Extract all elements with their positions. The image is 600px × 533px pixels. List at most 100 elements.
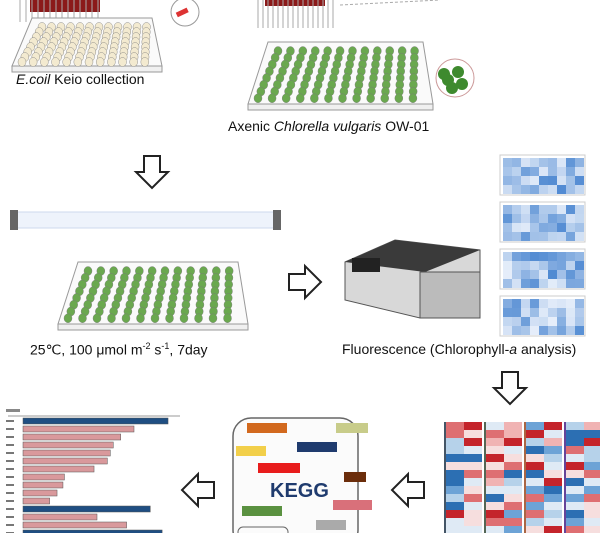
heatmap-cell <box>504 446 522 454</box>
fluorescence-caption: Fluorescence (Chlorophyll-a analysis) <box>342 341 577 357</box>
heatmap-cell <box>512 308 521 317</box>
lamp-cap-right <box>273 210 281 230</box>
heatmap-cell <box>566 486 584 494</box>
heatmap-cell <box>548 261 557 270</box>
heatmap-cell <box>557 176 566 185</box>
heatmap-cell <box>566 158 575 167</box>
bar <box>22 433 121 441</box>
heatmap-cell <box>464 478 482 486</box>
chlorella-caption: Axenic Chlorella vulgaris OW-01 <box>228 118 430 134</box>
heatmap-cell <box>464 446 482 454</box>
well <box>140 57 150 67</box>
bar <box>22 497 50 505</box>
bar <box>22 449 111 457</box>
heatmap-cell <box>544 518 562 526</box>
heatmap-cell <box>548 299 557 308</box>
heatmap-cell <box>575 270 584 279</box>
heatmap-cell <box>504 430 522 438</box>
well <box>253 93 263 103</box>
well <box>28 57 38 67</box>
heatmap-cell <box>512 167 521 176</box>
heatmap-cell <box>512 232 521 241</box>
well <box>223 313 232 323</box>
bar-label <box>6 508 14 510</box>
heatmap-cell <box>575 176 584 185</box>
lamp-tube <box>14 211 278 229</box>
heatmap-cell <box>446 454 464 462</box>
well <box>51 57 60 67</box>
bar-label <box>6 500 14 502</box>
heatmap-cell <box>446 422 464 430</box>
kegg-pathway-block <box>336 423 368 433</box>
heatmap-cell <box>504 486 522 494</box>
kegg-pathway-block <box>247 423 287 433</box>
bar-label <box>6 452 14 454</box>
heatmap-cell <box>575 252 584 261</box>
well <box>281 93 291 103</box>
heatmap-cell <box>526 486 544 494</box>
heatmap-cell <box>486 510 504 518</box>
heatmap-cell <box>530 223 539 232</box>
heatmap-cell <box>512 261 521 270</box>
heatmap-cell <box>544 494 562 502</box>
heatmap-cell <box>584 470 600 478</box>
heatmap-cell <box>566 317 575 326</box>
heatmap-cell <box>548 326 557 335</box>
heatmap-cell <box>539 167 548 176</box>
heatmap-cell <box>464 510 482 518</box>
heatmap-cell <box>464 526 482 533</box>
heatmap-cell <box>530 252 539 261</box>
bar-label <box>6 524 14 526</box>
heatmap-cell <box>486 422 504 430</box>
heatmap-cell <box>584 502 600 510</box>
heatmap-cell <box>503 176 512 185</box>
heatmap-cell <box>521 167 530 176</box>
heatmap-cell <box>526 438 544 446</box>
heatmap-cell <box>539 185 548 194</box>
bar-label <box>6 476 14 478</box>
heatmap-cell <box>486 526 504 533</box>
heatmap-cell <box>575 214 584 223</box>
heatmap-cell <box>575 308 584 317</box>
heatmap-cell <box>486 462 504 470</box>
heatmap-cell <box>504 462 522 470</box>
heatmap-cell <box>512 214 521 223</box>
heatmap-cell <box>566 526 584 533</box>
heatmap-cell <box>526 454 544 462</box>
heatmap-cell <box>512 326 521 335</box>
bar-label <box>6 484 14 486</box>
arrow-left-2 <box>180 471 215 509</box>
heatmap-cell <box>557 205 566 214</box>
heatmap-cell <box>521 279 530 288</box>
heatmap-cell <box>503 317 512 326</box>
heatmap-cell <box>503 232 512 241</box>
heatmap-cell <box>544 510 562 518</box>
heatmap-cell <box>584 494 600 502</box>
replicator-head-2 <box>265 0 325 6</box>
well <box>107 57 116 67</box>
bar-label <box>6 420 14 422</box>
heatmap-cell <box>566 422 584 430</box>
heatmap-cell <box>539 176 548 185</box>
heatmap-cell <box>544 526 562 533</box>
heatmap-cell <box>486 486 504 494</box>
heatmap-cell <box>521 308 530 317</box>
bar <box>22 513 98 521</box>
heatmap-cell <box>521 232 530 241</box>
heatmap-cell <box>544 478 562 486</box>
arrow-right <box>288 263 323 301</box>
heatmap-cell <box>584 422 600 430</box>
heatmap-cell <box>557 167 566 176</box>
heatmap-cell <box>521 223 530 232</box>
heatmap-cell <box>566 326 575 335</box>
heatmap-cell <box>512 185 521 194</box>
heatmap-cell <box>464 502 482 510</box>
heatmap-cell <box>464 462 482 470</box>
heatmap-cell <box>584 518 600 526</box>
heatmap-cell <box>504 526 522 533</box>
heatmap-cell <box>544 486 562 494</box>
heatmap-cell <box>557 308 566 317</box>
heatmap-cell <box>566 470 584 478</box>
well <box>121 313 131 323</box>
heatmap-cell <box>512 299 521 308</box>
